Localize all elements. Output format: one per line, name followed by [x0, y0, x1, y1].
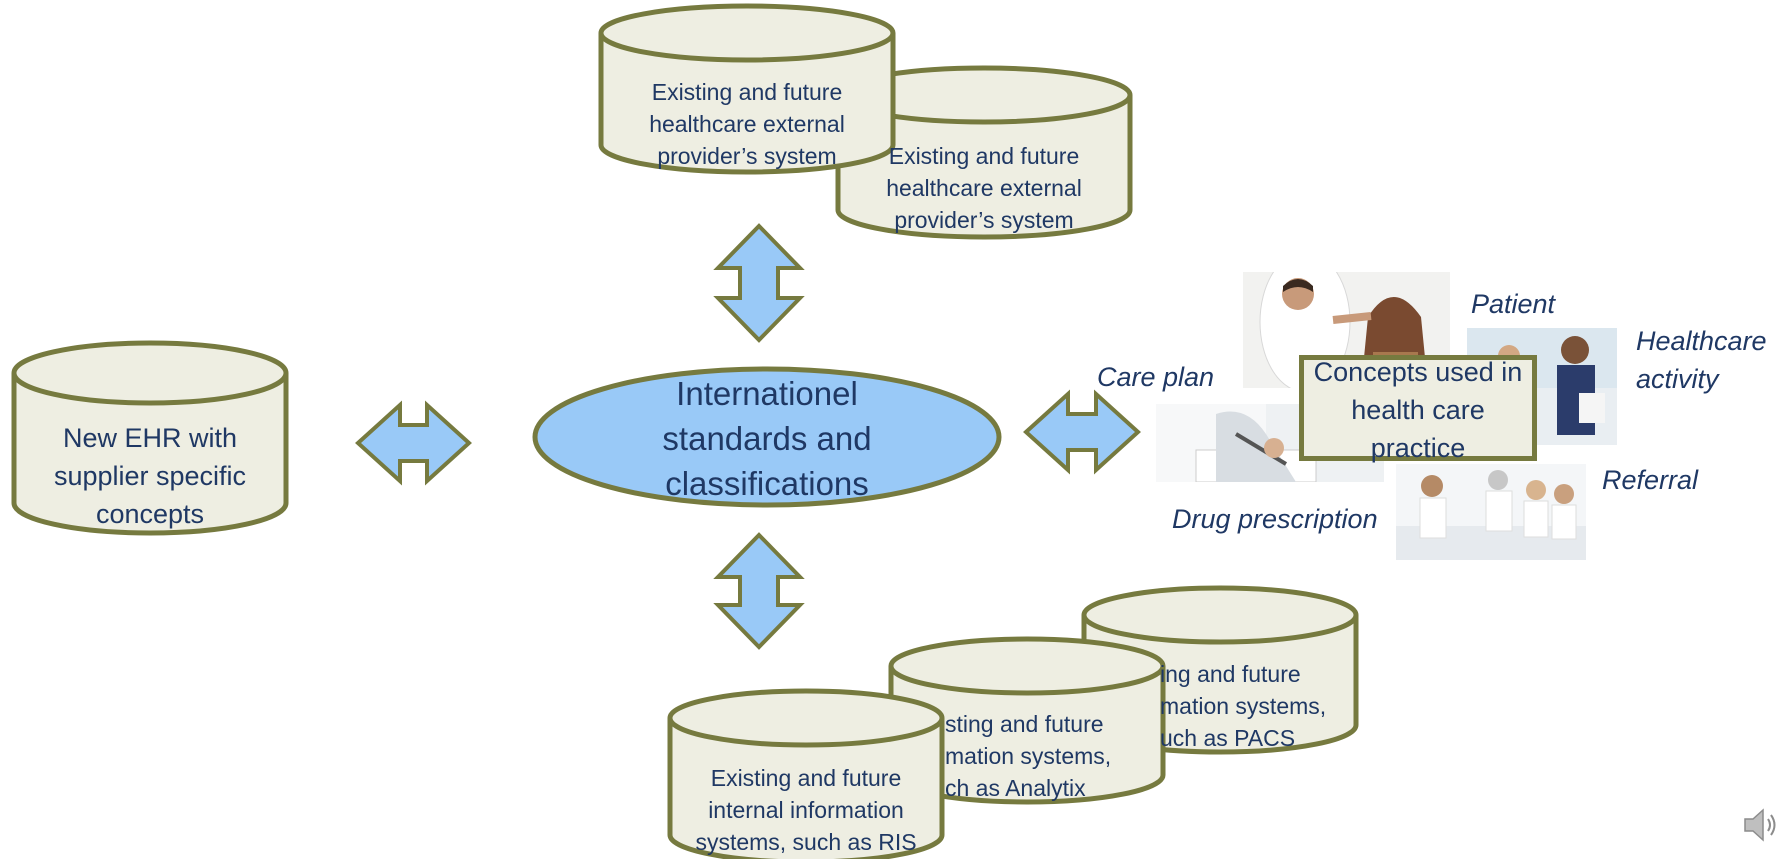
pacs-system-label: ing and future mation systems, uch as PA… [1160, 658, 1350, 754]
top-system-label-front: Existing and future healthcare external … [649, 79, 845, 169]
pacs-label-line-2: mation systems, [1160, 693, 1327, 719]
drug-prescription-label: Drug prescription [1172, 504, 1378, 534]
ris-system-cylinder [667, 688, 945, 859]
ris-system-label: Existing and future internal information… [695, 765, 917, 855]
top-system-cylinder-front [598, 3, 896, 175]
analytix-system-cylinder [888, 636, 1166, 805]
top-system-label-back: Existing and future healthcare external … [886, 143, 1082, 233]
analytix-label-line-2: mation systems, [945, 743, 1112, 769]
left-system-cylinder [11, 340, 289, 536]
analytix-label-line-1: sting and future [945, 711, 1104, 737]
healthcare-activity-label-line-1: Healthcare [1636, 326, 1767, 356]
standards-ellipse [532, 366, 1002, 508]
healthcare-activity-label-line-2: activity [1636, 364, 1719, 394]
left-double-arrow [355, 400, 472, 486]
care-plan-label: Care plan [1097, 362, 1215, 392]
pacs-label-line-3: uch as PACS [1160, 725, 1296, 751]
speaker-icon[interactable] [1742, 806, 1782, 844]
referral-image [1396, 464, 1586, 560]
referral-label: Referral [1602, 465, 1699, 495]
top-system-cylinder-back [835, 65, 1133, 240]
patient-label: Patient [1471, 289, 1556, 319]
standards-label: Internationel standards and classificati… [662, 375, 872, 502]
top-double-arrow [713, 223, 805, 343]
pacs-label-line-1: ing and future [1160, 661, 1301, 687]
concepts-box [1299, 355, 1537, 461]
left-system-label: New EHR with supplier specific concepts [53, 423, 247, 529]
right-double-arrow [1023, 389, 1141, 475]
analytix-system-label: sting and future mation systems, ch as A… [945, 708, 1145, 804]
bottom-double-arrow [713, 532, 805, 650]
analytix-label-line-3: ch as Analytix [945, 775, 1086, 801]
concepts-label: Concepts used in health care practice [1313, 357, 1523, 463]
